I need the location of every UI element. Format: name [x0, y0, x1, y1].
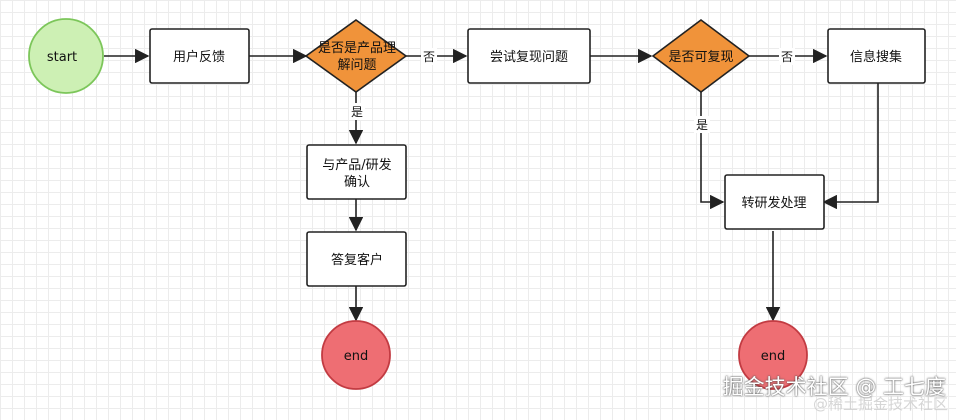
end-left-label: end — [344, 349, 369, 364]
feedback-label: 用户反馈 — [173, 49, 225, 65]
confirm-label-line2: 确认 — [344, 175, 370, 190]
product-issue-decision[interactable]: 是否是产品理 解问题 — [304, 19, 408, 93]
edge-decision2-yes-to-dev — [700, 92, 725, 210]
start-node[interactable]: start — [28, 18, 104, 94]
product-issue-label-line2: 解问题 — [337, 58, 376, 73]
confirm-label-line1: 与产品/研发 — [322, 157, 391, 173]
reply-label: 答复客户 — [331, 252, 383, 268]
start-label: start — [47, 50, 77, 65]
reply-node[interactable]: 答复客户 — [306, 231, 407, 287]
confirm-node[interactable]: 与产品/研发 确认 — [306, 144, 407, 200]
end-node-right[interactable]: end — [738, 320, 808, 390]
edge-label-no-1: 否 — [423, 50, 435, 64]
reproduce-label: 尝试复现问题 — [490, 50, 568, 65]
feedback-node[interactable]: 用户反馈 — [149, 28, 250, 84]
edges — [104, 48, 879, 322]
collect-info-node[interactable]: 信息搜集 — [827, 28, 926, 84]
end-right-label: end — [761, 349, 786, 364]
collect-info-label: 信息搜集 — [850, 49, 902, 65]
end-node-left[interactable]: end — [321, 320, 391, 390]
edge-collect-to-dev — [822, 83, 879, 210]
reproduce-node[interactable]: 尝试复现问题 — [467, 28, 591, 84]
to-dev-label: 转研发处理 — [741, 195, 806, 211]
watermark-sub: @稀土掘金技术社区 — [812, 395, 948, 413]
to-dev-node[interactable]: 转研发处理 — [724, 174, 825, 230]
reproducible-decision[interactable]: 是否可复现 — [651, 19, 751, 93]
watermark-main: 掘金技术社区 @ 工七度 — [722, 375, 946, 399]
product-issue-label-line1: 是否是产品理 — [318, 41, 396, 56]
edge-label-yes-2: 是 — [696, 118, 708, 132]
edge-label-no-2: 否 — [781, 50, 793, 64]
reproducible-label: 是否可复现 — [668, 50, 733, 65]
edge-label-yes-1: 是 — [351, 105, 363, 119]
